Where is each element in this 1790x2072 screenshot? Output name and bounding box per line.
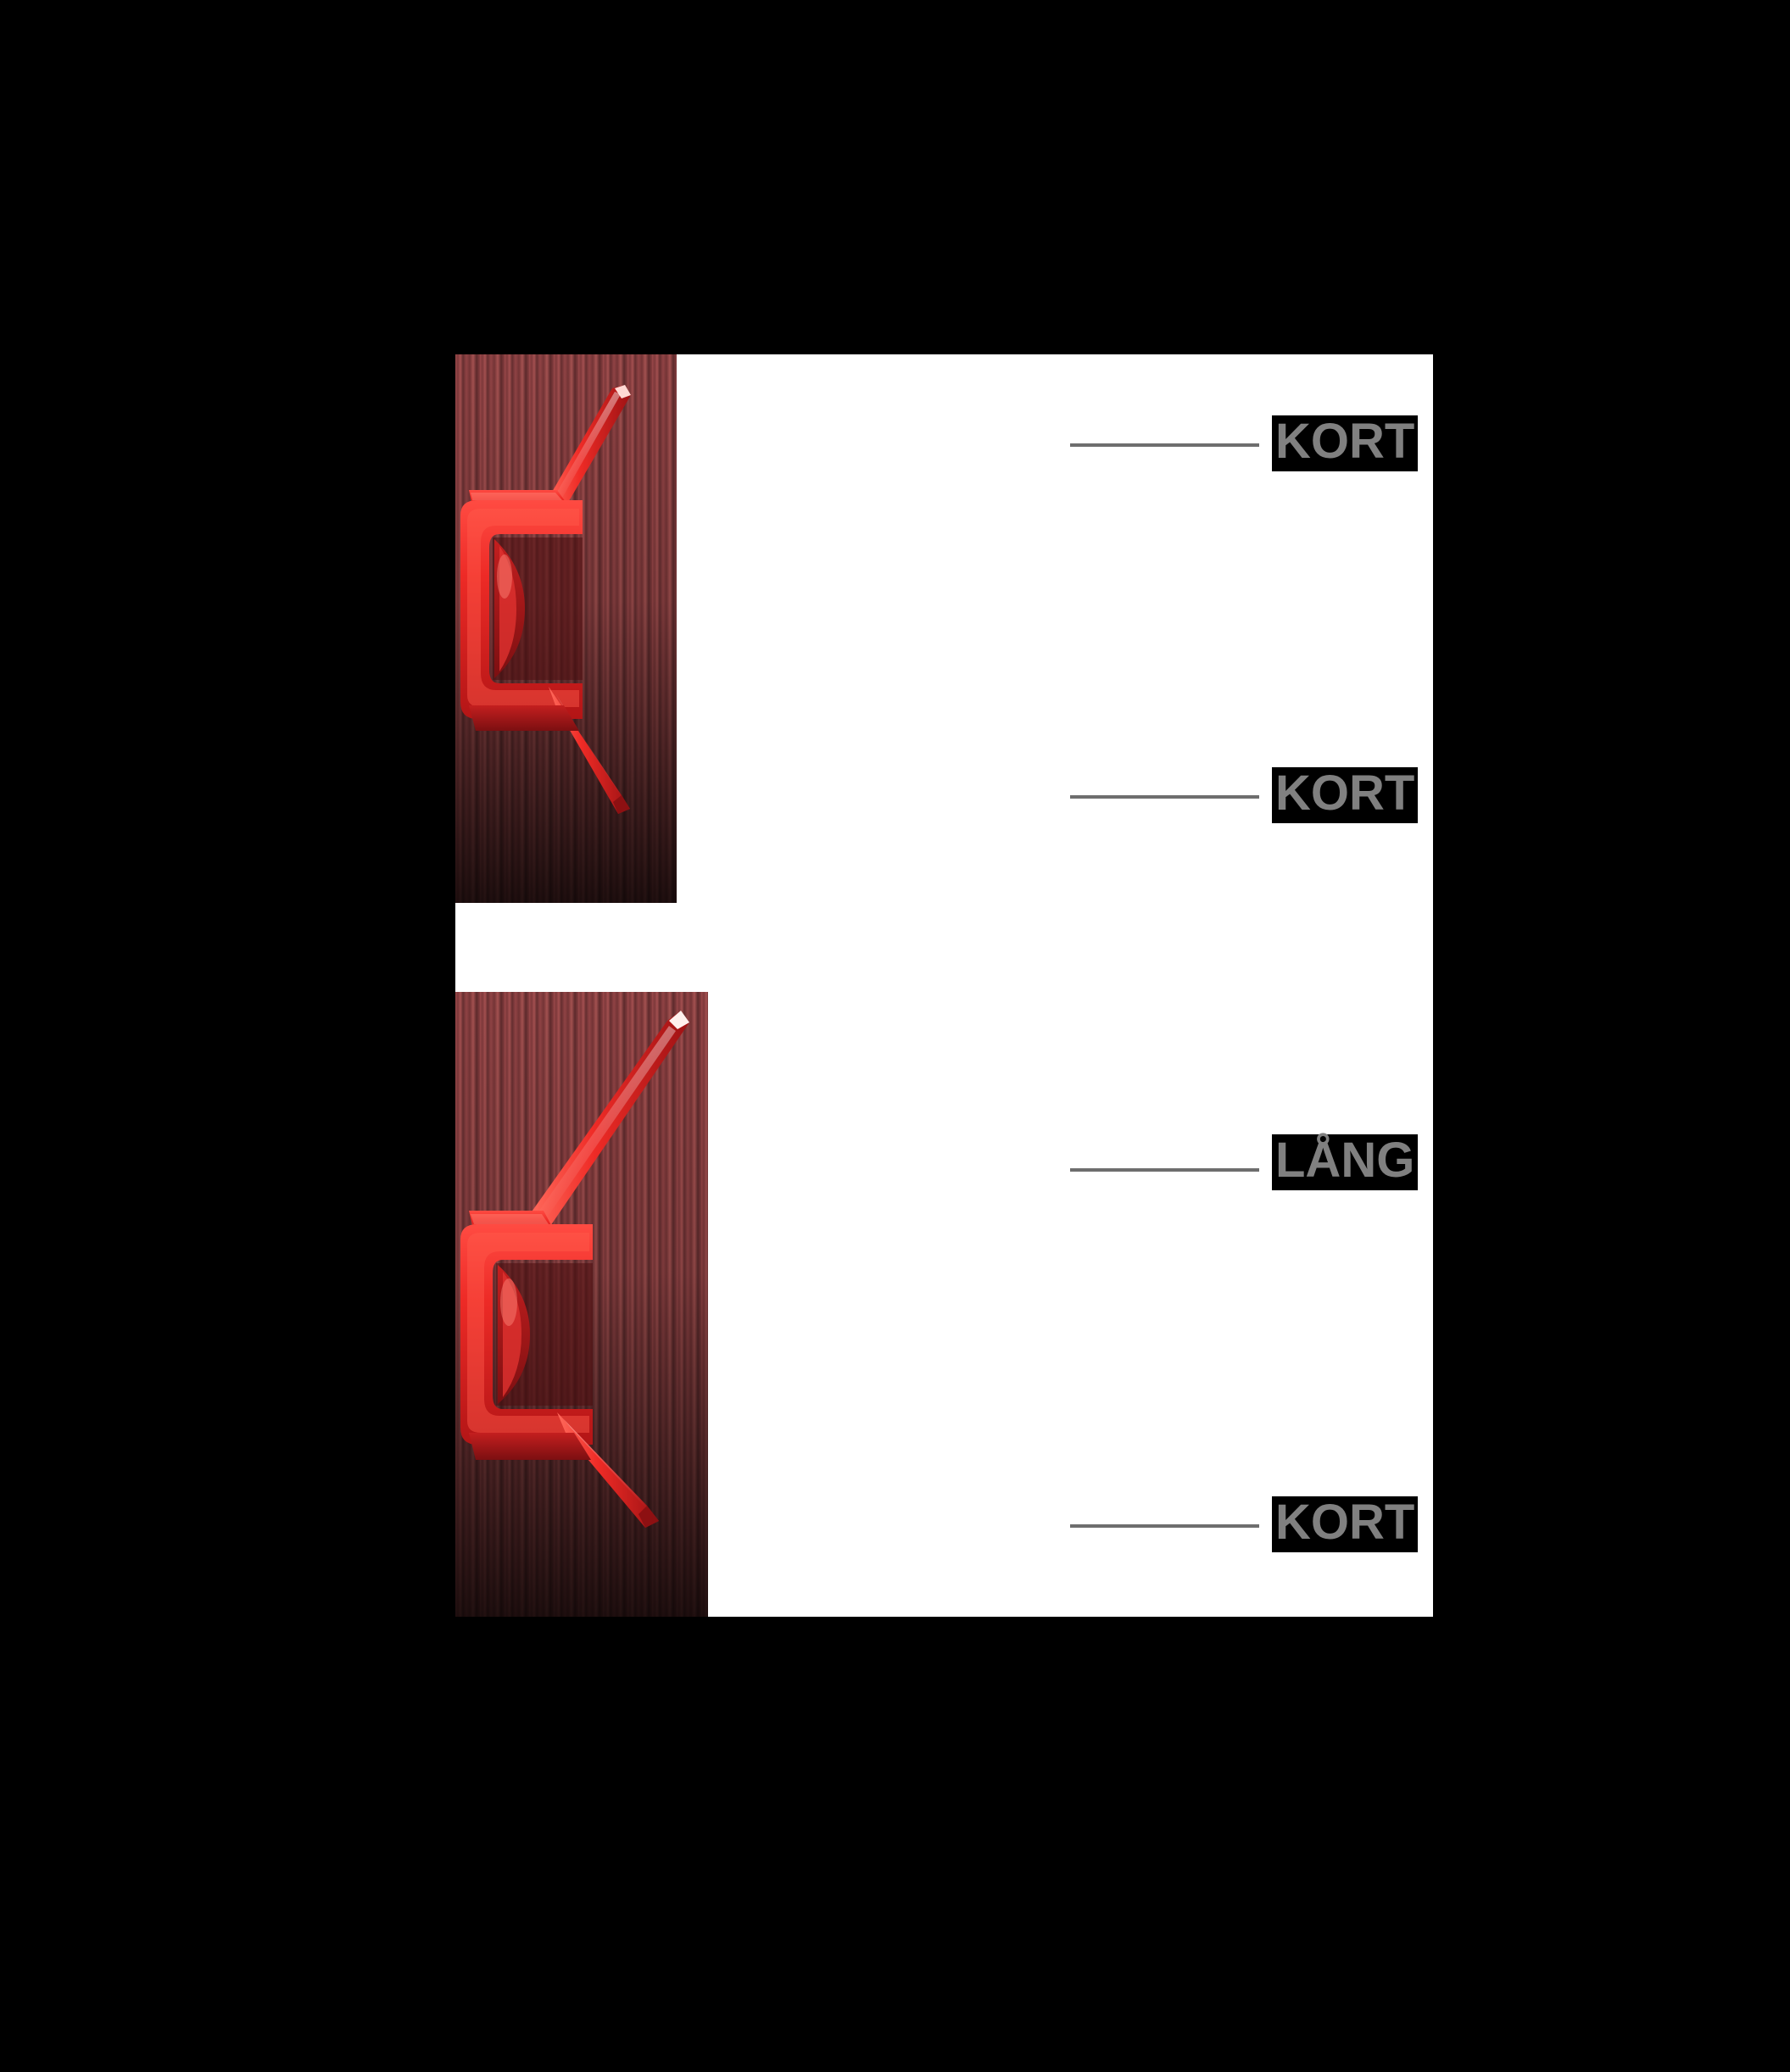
callout-label-bottom-upper: LÅNG — [1272, 1134, 1419, 1190]
product-render-bracket-icon — [460, 385, 631, 814]
leader-line-bottom-upper — [1070, 1168, 1259, 1172]
product-render-bracket-icon — [460, 1011, 689, 1528]
leader-line-top-upper — [1070, 443, 1259, 447]
callout-label-top-lower: KORT — [1272, 767, 1419, 823]
product-photo-top — [455, 354, 677, 903]
product-photo-bottom — [455, 992, 708, 1617]
leader-line-bottom-lower — [1070, 1524, 1259, 1528]
leader-line-top-lower — [1070, 795, 1259, 799]
figure-top: KORT KORT — [455, 354, 1433, 903]
figure-bottom: LÅNG KORT — [455, 992, 1433, 1617]
callout-label-top-upper: KORT — [1272, 415, 1419, 471]
callout-label-bottom-lower: KORT — [1272, 1496, 1419, 1552]
figure-sheet: KORT KORT — [455, 354, 1433, 1617]
